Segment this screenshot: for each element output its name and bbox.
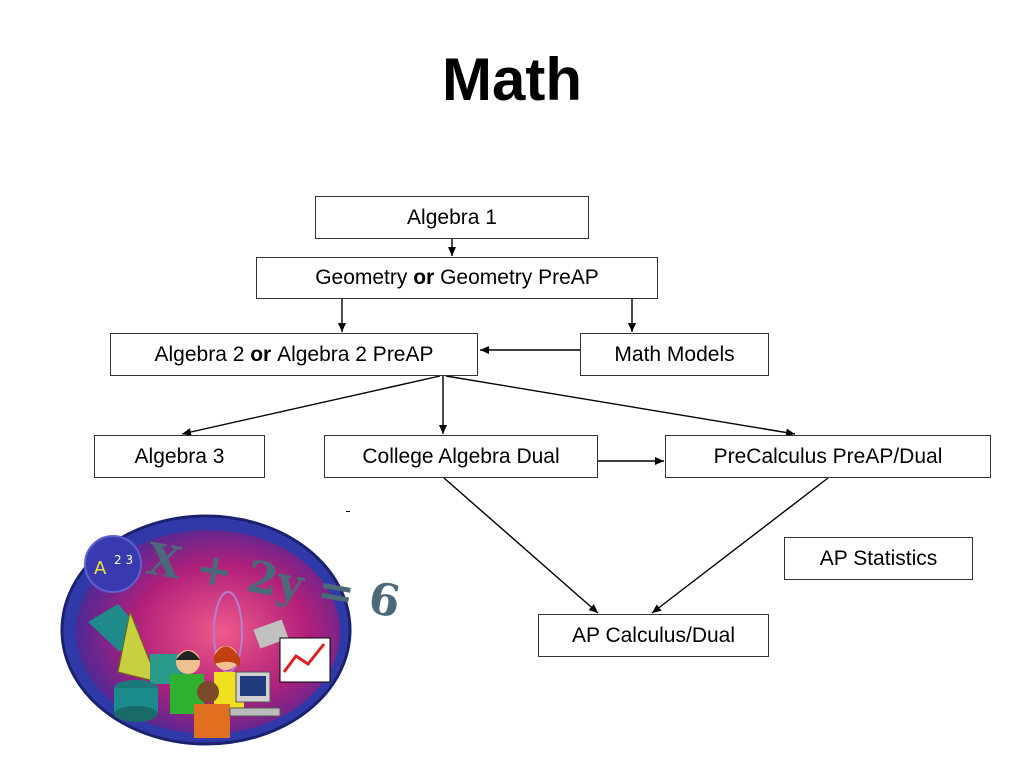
node-label: AP Statistics — [819, 546, 938, 570]
node-label: Algebra 1 — [407, 205, 497, 229]
node-college-algebra-dual: College Algebra Dual — [324, 435, 598, 478]
edge-college-algebra-to-ap-calculus — [443, 477, 599, 614]
or-label: or — [250, 342, 272, 366]
node-label: Algebra 3 — [134, 444, 225, 468]
node-label: PreCalculus PreAP/Dual — [713, 444, 943, 468]
node-label: College Algebra Dual — [362, 444, 560, 468]
node-algebra-1: Algebra 1 — [315, 196, 589, 239]
node-algebra-3: Algebra 3 — [94, 435, 265, 478]
node-label-algebra-2-preap: Algebra 2 PreAP — [277, 342, 434, 366]
edge-precalculus-to-ap-calculus — [651, 477, 829, 614]
node-label: AP Calculus/Dual — [571, 623, 736, 647]
math-students-clipart-icon: X + 2y = 6 A 2 3 — [60, 514, 404, 746]
node-geometry: Geometry or Geometry PreAP — [256, 257, 658, 299]
stray-dash — [346, 511, 350, 512]
node-precalculus-preap-dual: PreCalculus PreAP/Dual — [665, 435, 991, 478]
edge-algebra2-to-algebra3 — [181, 375, 441, 436]
or-label: or — [413, 266, 435, 289]
node-math-models: Math Models — [580, 333, 769, 376]
node-ap-statistics: AP Statistics — [784, 537, 973, 580]
node-ap-calculus-dual: AP Calculus/Dual — [538, 614, 769, 657]
svg-text:2 3: 2 3 — [114, 553, 133, 567]
page-title: Math — [442, 46, 582, 113]
node-label-algebra-2: Algebra 2 — [154, 342, 245, 366]
node-label: Math Models — [614, 342, 735, 366]
node-label-geometry: Geometry — [315, 266, 408, 289]
svg-text:A: A — [94, 558, 107, 579]
edge-algebra2-to-precalculus — [445, 375, 796, 437]
node-algebra-2: Algebra 2 or Algebra 2 PreAP — [110, 333, 478, 376]
node-label-geometry-preap: Geometry PreAP — [440, 266, 599, 289]
